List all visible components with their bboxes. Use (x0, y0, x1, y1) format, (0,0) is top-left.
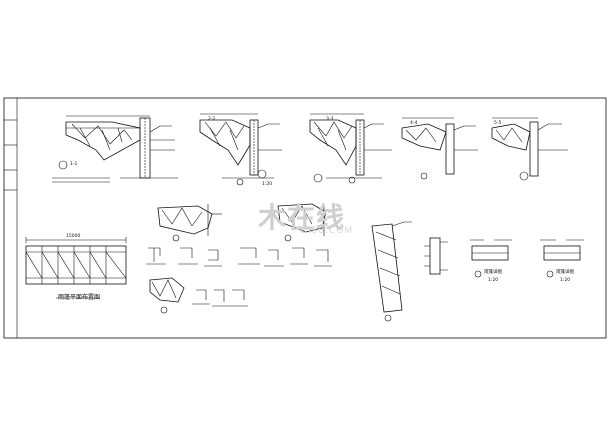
bracket-detail-b (277, 203, 336, 242)
watermark: 木在线 (258, 201, 346, 234)
section-label-5: 5-5 (494, 121, 502, 126)
member-sections-a (146, 247, 332, 267)
scale-label-1: 1:20 (262, 182, 273, 187)
section-label-2: 2-2 (208, 117, 216, 122)
member-sections-b (149, 277, 248, 314)
scale-label-3: 1:20 (560, 278, 571, 283)
section-2 (199, 113, 282, 186)
sheet-border (3, 97, 607, 339)
detail-title-left: 雨篷详图 (484, 270, 502, 275)
embed-detail-left (470, 239, 512, 278)
scale-label-2: 1:20 (488, 278, 499, 283)
section-3 (309, 113, 392, 184)
embed-detail-right (540, 239, 584, 278)
plan-dimension: 15000 (66, 234, 81, 239)
bracket-detail-a (157, 204, 222, 242)
section-label-4: 4-4 (410, 121, 418, 126)
section-label-3: 3-3 (326, 117, 334, 122)
section-label-1: 1-1 (70, 162, 78, 167)
anchor-detail (424, 237, 448, 275)
section-1 (52, 115, 178, 183)
sloped-member-detail (371, 221, 412, 322)
section-5 (491, 117, 568, 181)
watermark-sub: OI88.COM (300, 226, 354, 236)
plan-title: 雨篷平面布置图 (58, 294, 101, 301)
section-4 (401, 117, 478, 180)
canopy-plan (25, 237, 127, 299)
detail-title-right: 雨篷详图 (556, 270, 574, 275)
